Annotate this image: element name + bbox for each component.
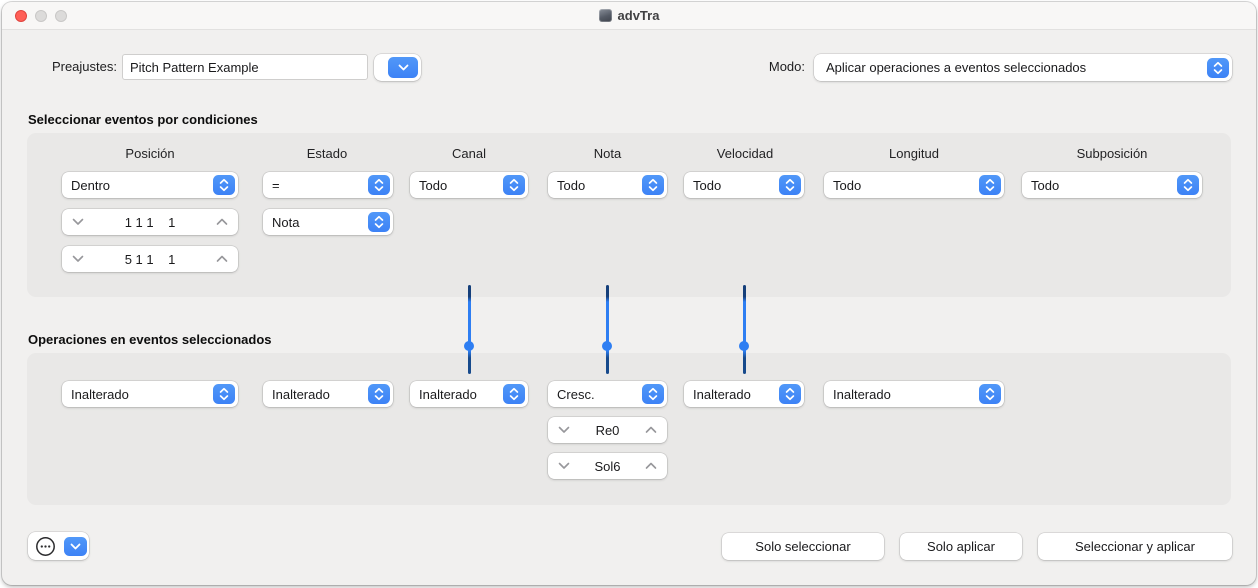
condition-nota-popup[interactable]: Todo xyxy=(548,172,667,198)
chevron-down-icon[interactable] xyxy=(72,218,84,226)
condition-subposicion-popup[interactable]: Todo xyxy=(1022,172,1202,198)
column-header-estado: Estado xyxy=(306,146,348,161)
chevron-down-icon[interactable] xyxy=(63,536,87,556)
chevron-up-down-icon xyxy=(1207,57,1229,78)
document-proxy-icon xyxy=(598,9,612,22)
window-title: advTra xyxy=(617,8,660,23)
more-options-button[interactable] xyxy=(28,532,89,560)
popup-value: Inalterado xyxy=(71,386,129,402)
status-type-popup[interactable]: Nota xyxy=(263,209,393,235)
chevron-up-down-icon xyxy=(503,384,525,404)
popup-value: Todo xyxy=(419,177,448,193)
column-header-canal: Canal xyxy=(452,146,486,161)
connector-line-canal xyxy=(468,285,471,374)
close-button[interactable] xyxy=(15,10,27,22)
popup-value: Inalterado xyxy=(693,386,751,402)
condition-canal-popup[interactable]: Todo xyxy=(410,172,528,198)
chevron-up-icon[interactable] xyxy=(216,218,228,226)
solo-aplicar-button[interactable]: Solo aplicar xyxy=(900,533,1022,560)
popup-value: Inalterado xyxy=(419,386,477,402)
connector-dot-velocidad[interactable] xyxy=(739,341,749,351)
pitch-start-value[interactable]: Re0 xyxy=(595,422,620,438)
position-end-stepper[interactable]: 5 1 1 1 xyxy=(62,246,238,272)
chevron-down-icon[interactable] xyxy=(558,462,570,470)
popup-value: Nota xyxy=(272,214,300,230)
operation-posicion-popup[interactable]: Inalterado xyxy=(62,381,238,407)
chevron-down-icon[interactable] xyxy=(558,426,570,434)
popup-value: Dentro xyxy=(71,177,111,193)
condition-velocidad-popup[interactable]: Todo xyxy=(684,172,804,198)
mode-label: Modo: xyxy=(768,59,805,74)
pitch-start-stepper[interactable]: Re0 xyxy=(548,417,667,443)
popup-value: Inalterado xyxy=(833,386,891,402)
chevron-up-down-icon xyxy=(368,384,390,404)
chevron-up-icon[interactable] xyxy=(645,462,657,470)
connector-line-nota xyxy=(606,285,609,374)
solo-seleccionar-button[interactable]: Solo seleccionar xyxy=(722,533,884,560)
chevron-up-down-icon xyxy=(979,384,1001,404)
chevron-up-down-icon xyxy=(979,175,1001,195)
operation-canal-popup[interactable]: Inalterado xyxy=(410,381,528,407)
chevron-up-down-icon xyxy=(1177,175,1199,195)
chevron-up-down-icon xyxy=(213,175,235,195)
popup-value: = xyxy=(272,177,280,193)
chevron-up-down-icon xyxy=(213,384,235,404)
mode-popup-value: Aplicar operaciones a eventos selecciona… xyxy=(826,60,1087,75)
popup-value: Todo xyxy=(833,177,862,193)
chevron-up-icon[interactable] xyxy=(216,255,228,263)
popup-value: Inalterado xyxy=(272,386,330,402)
presets-label: Preajustes: xyxy=(51,59,117,74)
chevron-up-down-icon xyxy=(368,212,390,232)
operations-section-title: Operaciones en eventos seleccionados xyxy=(28,332,272,347)
column-header-velocidad: Velocidad xyxy=(716,146,774,161)
operation-longitud-popup[interactable]: Inalterado xyxy=(824,381,1004,407)
column-header-longitud: Longitud xyxy=(889,146,939,161)
condition-estado-popup[interactable]: = xyxy=(263,172,393,198)
condition-posicion-popup[interactable]: Dentro xyxy=(62,172,238,198)
preset-name-input[interactable] xyxy=(122,54,368,80)
pitch-end-value[interactable]: Sol6 xyxy=(594,458,621,474)
ellipsis-circle-icon[interactable] xyxy=(35,536,56,562)
chevron-down-icon[interactable] xyxy=(72,255,84,263)
minimize-button xyxy=(35,10,47,22)
chevron-up-down-icon xyxy=(642,384,664,404)
connector-line-velocidad xyxy=(743,285,746,374)
conditions-section-title: Seleccionar eventos por condiciones xyxy=(28,112,258,127)
chevron-up-down-icon xyxy=(779,175,801,195)
pitch-end-stepper[interactable]: Sol6 xyxy=(548,453,667,479)
chevron-up-down-icon xyxy=(368,175,390,195)
seleccionar-y-aplicar-button[interactable]: Seleccionar y aplicar xyxy=(1038,533,1232,560)
operation-estado-popup[interactable]: Inalterado xyxy=(263,381,393,407)
chevron-down-icon xyxy=(388,57,418,78)
condition-longitud-popup[interactable]: Todo xyxy=(824,172,1004,198)
position-end-value[interactable]: 5 1 1 1 xyxy=(124,251,176,267)
connector-dot-canal[interactable] xyxy=(464,341,474,351)
mode-popup[interactable]: Aplicar operaciones a eventos selecciona… xyxy=(814,54,1232,81)
operation-velocidad-popup[interactable]: Inalterado xyxy=(684,381,804,407)
position-start-value[interactable]: 1 1 1 1 xyxy=(124,214,176,230)
column-header-subposicion: Subposición xyxy=(1076,146,1148,161)
chevron-up-icon[interactable] xyxy=(645,426,657,434)
column-header-posicion: Posición xyxy=(125,146,175,161)
chevron-up-down-icon xyxy=(503,175,525,195)
connector-dot-nota[interactable] xyxy=(602,341,612,351)
chevron-up-down-icon xyxy=(779,384,801,404)
popup-value: Cresc. xyxy=(557,386,595,402)
chevron-up-down-icon xyxy=(642,175,664,195)
popup-value: Todo xyxy=(557,177,586,193)
popup-value: Todo xyxy=(693,177,722,193)
popup-value: Todo xyxy=(1031,177,1060,193)
titlebar: advTra xyxy=(2,2,1256,30)
preset-menu-button[interactable] xyxy=(374,54,421,81)
operation-nota-popup[interactable]: Cresc. xyxy=(548,381,667,407)
position-start-stepper[interactable]: 1 1 1 1 xyxy=(62,209,238,235)
zoom-button xyxy=(55,10,67,22)
column-header-nota: Nota xyxy=(593,146,622,161)
